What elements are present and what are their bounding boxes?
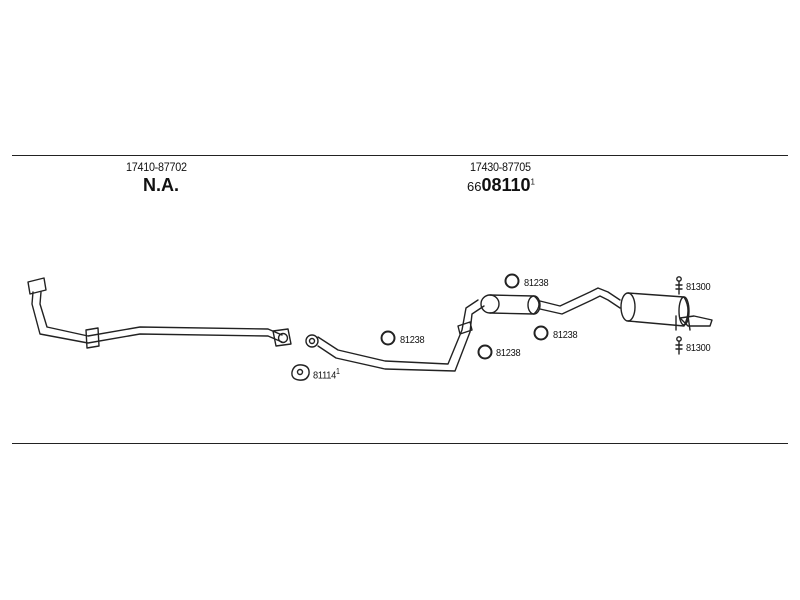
rear-section-code-prefix: 66 <box>467 179 482 194</box>
center-muffler-drawing <box>480 287 621 315</box>
hanger-81300-bottom <box>675 336 683 355</box>
gasket-81114 <box>291 364 310 381</box>
gasket-label-superscript: 1 <box>336 367 340 376</box>
bottom-divider-line <box>12 443 788 444</box>
rear-muffler-drawing <box>620 292 713 331</box>
ring-center-label: 81238 <box>400 334 425 346</box>
hanger-top-label: 81300 <box>686 281 711 293</box>
hanger-81300-top <box>675 276 683 295</box>
ring-81238-top <box>504 273 520 289</box>
ring-lower-label: 81238 <box>496 347 521 359</box>
ring-right-label: 81238 <box>553 329 578 341</box>
ring-81238-right <box>533 325 549 341</box>
intermediate-pipe-drawing <box>305 299 485 372</box>
ring-81238-center <box>380 330 396 346</box>
ring-81238-lower <box>477 344 493 360</box>
top-divider-line <box>12 155 788 156</box>
rear-section-part-number: 17430-87705 <box>470 160 531 174</box>
front-pipe-availability-label: N.A. <box>143 175 179 195</box>
gasket-label: 811141 <box>313 368 340 381</box>
hanger-bottom-label: 81300 <box>686 342 711 354</box>
rear-section-code-superscript: 1 <box>530 177 535 187</box>
front-pipe-part-number: 17410-87702 <box>126 160 187 174</box>
ring-top-label: 81238 <box>524 277 549 289</box>
front-pipe-drawing <box>27 277 292 349</box>
rear-section-code-main: 08110 <box>481 175 531 195</box>
gasket-label-number: 81114 <box>313 369 337 382</box>
rear-section-code: 66081101 <box>467 176 535 195</box>
